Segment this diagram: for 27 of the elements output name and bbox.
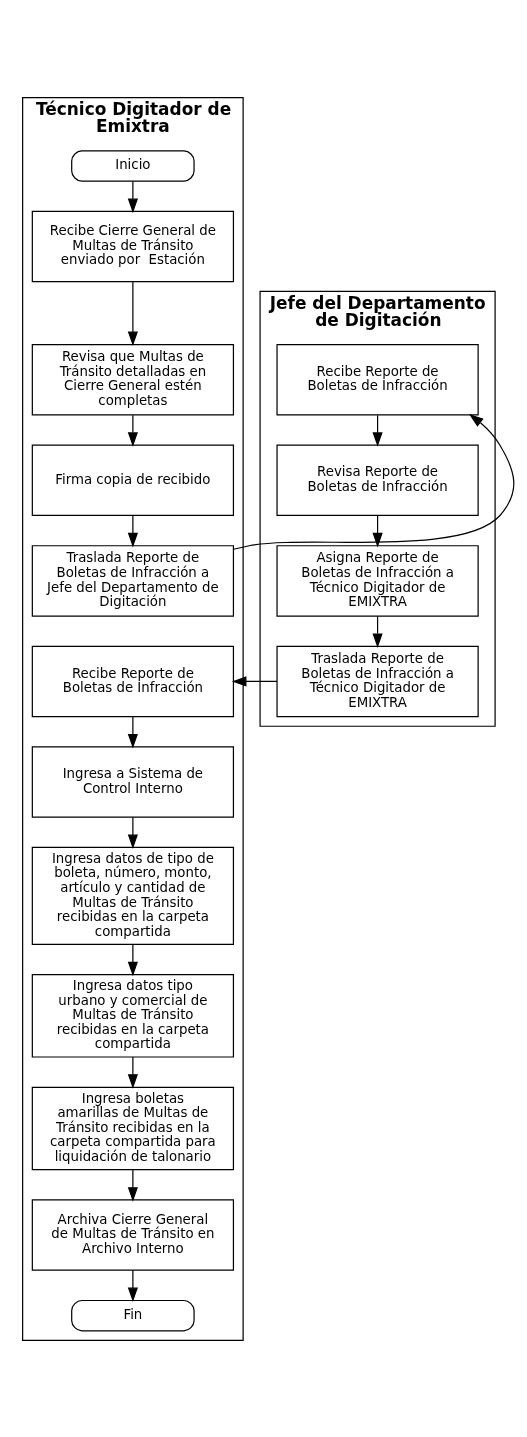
arrow: [127, 414, 138, 447]
node-box: Asigna Reporte de Boletas de Infracción a Técnico Digitador de EMIXTRA: [276, 544, 479, 617]
arrow: [127, 180, 138, 213]
node-box: Ingresa datos tipo urbano y comercial de Multas de Tránsito recibidas en la carpeta compartida: [31, 973, 235, 1058]
arrow: [127, 1056, 138, 1089]
arrow: [127, 514, 138, 547]
node-box: Recibe Reporte de Boletas de Infracción: [276, 343, 479, 416]
node-box: Revisa que Multas de Tránsito detalladas en Cierre General estén completas: [31, 343, 235, 416]
arrow: [127, 715, 138, 748]
node-box: Revisa Reporte de Boletas de Infracción: [276, 444, 479, 516]
node-box: Recibe Reporte de Boletas de Infracción: [31, 645, 235, 717]
node-box: Ingresa a Sistema de Control Interno: [31, 745, 235, 818]
node-box: Traslada Reporte de Boletas de Infracción a Técnico Digitador de EMIXTRA: [276, 645, 479, 717]
node-box: Firma copia de recibido: [31, 444, 235, 516]
arrow: [127, 1168, 138, 1202]
node-box: Traslada Reporte de Boletas de Infracción a Jefe del Departamento de Digitación: [31, 544, 235, 617]
arrow: [127, 280, 138, 346]
arrow: [127, 943, 138, 976]
node-box: Archiva Cierre General de Multas de Tránsito en Archivo Interno: [31, 1198, 235, 1271]
node-box: Fin: [71, 1299, 195, 1331]
node-box: Ingresa boletas amarillas de Multas de Tránsito recibidas en la carpeta compartida para liquidación de talonario: [31, 1086, 235, 1170]
arrow: [127, 816, 138, 849]
node-box: Ingresa datos de tipo de boleta, número, monto, artículo y cantidad de Multas de Tránsito recibidas en la carpeta compartida: [31, 846, 235, 945]
node-box: Inicio: [71, 149, 195, 182]
arrow: [127, 1269, 138, 1302]
node-box: Recibe Cierre General de Multas de Tránsito enviado por Estación: [31, 210, 235, 282]
arrow: [231, 675, 278, 687]
